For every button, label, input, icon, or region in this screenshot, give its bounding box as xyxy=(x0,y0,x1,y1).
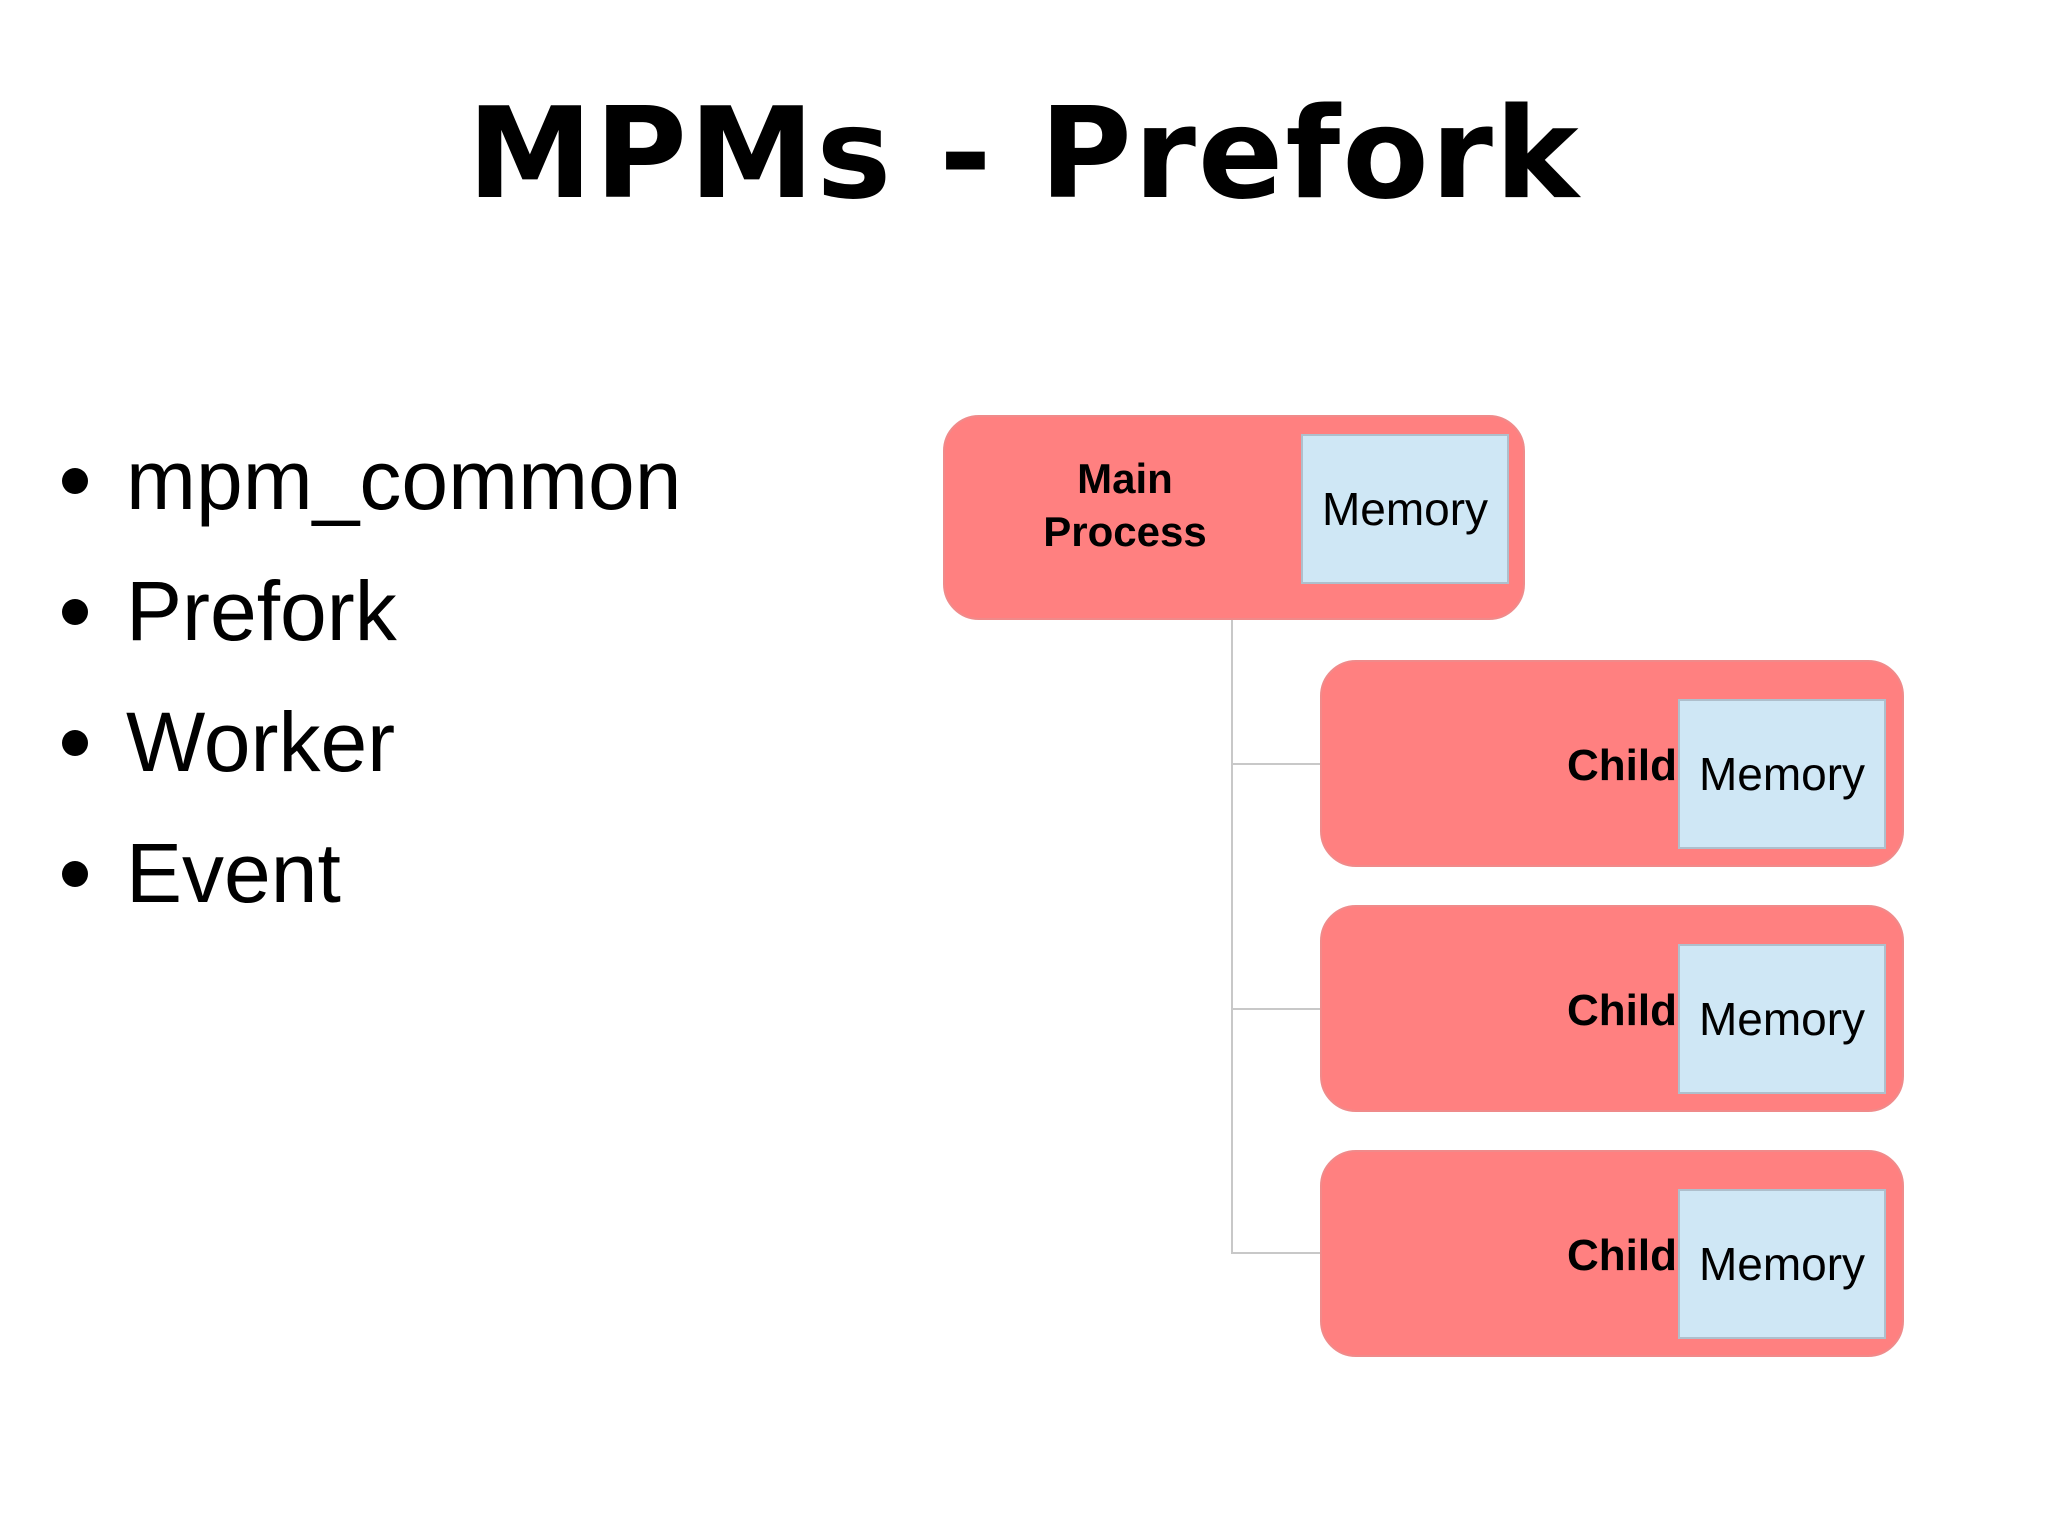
bullet-item: Worker xyxy=(58,692,681,823)
child-process-label: Child xyxy=(1567,1231,1677,1280)
child-process-label: Child xyxy=(1567,986,1677,1035)
child-process-label: Child xyxy=(1567,741,1677,790)
child-process-box: Child Memory xyxy=(1320,905,1904,1112)
slide-title: MPMs - Prefork xyxy=(467,80,1581,227)
bullet-item: Prefork xyxy=(58,561,681,692)
main-memory-box: Memory xyxy=(1301,434,1509,584)
child-process-box: Child Memory xyxy=(1320,660,1904,867)
bullet-text: Worker xyxy=(126,695,396,789)
bullet-dot-icon xyxy=(62,468,88,494)
bullet-dot-icon xyxy=(62,730,88,756)
tree-connector-child-2 xyxy=(1231,1008,1325,1010)
tree-connector-vertical xyxy=(1231,620,1233,1253)
tree-connector-child-1 xyxy=(1231,763,1325,765)
main-process-label: Main Process xyxy=(1005,453,1245,558)
bullet-dot-icon xyxy=(62,861,88,887)
bullet-dot-icon xyxy=(62,599,88,625)
bullet-list: mpm_common Prefork Worker Event xyxy=(58,430,681,954)
bullet-text: Prefork xyxy=(126,564,397,658)
child-memory-box: Memory xyxy=(1678,699,1886,849)
main-process-label-line2: Process xyxy=(1043,507,1207,555)
bullet-text: Event xyxy=(126,826,341,920)
tree-connector-child-3 xyxy=(1231,1252,1325,1254)
bullet-item: Event xyxy=(58,823,681,954)
child-process-box: Child Memory xyxy=(1320,1150,1904,1357)
main-process-box: Main Process Memory xyxy=(943,415,1525,620)
bullet-text: mpm_common xyxy=(126,433,682,527)
bullet-item: mpm_common xyxy=(58,430,681,561)
child-memory-box: Memory xyxy=(1678,944,1886,1094)
main-process-label-line1: Main xyxy=(1077,455,1173,502)
child-memory-box: Memory xyxy=(1678,1189,1886,1339)
